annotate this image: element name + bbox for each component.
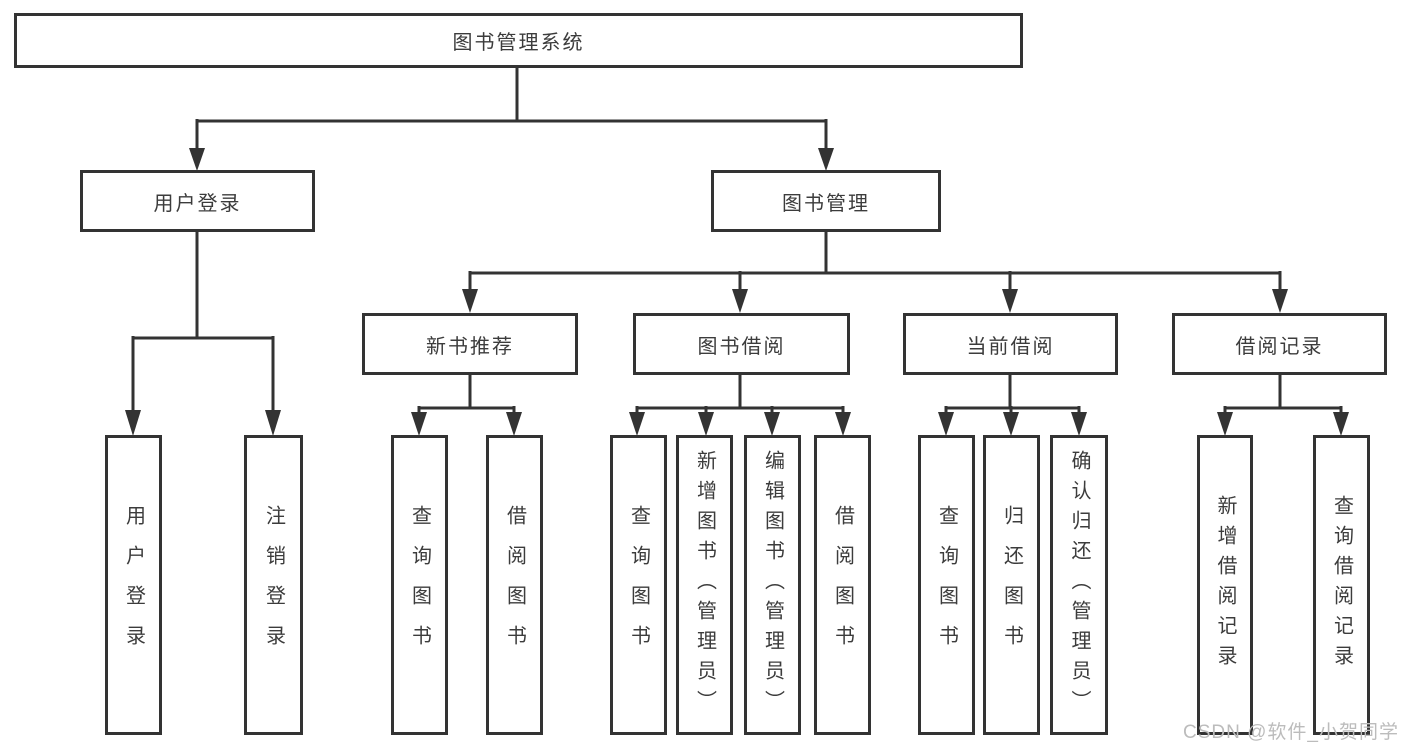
- node-new-book-recommend-label: 新书推荐: [426, 335, 514, 358]
- leaf-add-book-admin: 新增图书（管理员）: [676, 435, 733, 735]
- leaf-logout: 注销登录: [244, 435, 303, 735]
- leaf-return-book-label: 归还图书: [1000, 505, 1023, 665]
- leaf-borrow-book-2-label: 借阅图书: [831, 505, 854, 665]
- leaf-confirm-return-admin: 确认归还（管理员）: [1050, 435, 1108, 735]
- leaf-edit-book-admin: 编辑图书（管理员）: [744, 435, 801, 735]
- leaf-query-borrow-record: 查询借阅记录: [1313, 435, 1370, 735]
- leaf-query-book-1: 查询图书: [391, 435, 448, 735]
- leaf-query-book-2-label: 查询图书: [627, 505, 650, 665]
- leaf-return-book: 归还图书: [983, 435, 1040, 735]
- node-new-book-recommend: 新书推荐: [362, 313, 578, 375]
- leaf-query-book-3: 查询图书: [918, 435, 975, 735]
- node-user-login: 用户登录: [80, 170, 315, 232]
- leaf-query-book-2: 查询图书: [610, 435, 667, 735]
- leaf-query-borrow-record-label: 查询借阅记录: [1330, 495, 1353, 675]
- node-current-borrow: 当前借阅: [903, 313, 1118, 375]
- node-root-label: 图书管理系统: [452, 32, 585, 54]
- leaf-add-book-admin-label: 新增图书（管理员）: [693, 450, 716, 720]
- leaf-logout-label: 注销登录: [262, 505, 285, 665]
- leaf-add-borrow-record: 新增借阅记录: [1197, 435, 1253, 735]
- csdn-watermark: CSDN @软件_小贺同学: [1183, 722, 1399, 743]
- leaf-confirm-return-admin-label: 确认归还（管理员）: [1068, 450, 1090, 720]
- leaf-edit-book-admin-label: 编辑图书（管理员）: [761, 450, 784, 720]
- node-book-borrow-label: 图书借阅: [697, 335, 786, 358]
- leaf-query-book-1-label: 查询图书: [408, 505, 431, 665]
- leaf-user-login-label: 用户登录: [122, 505, 145, 665]
- leaf-query-book-3-label: 查询图书: [935, 505, 958, 665]
- leaf-borrow-book-2: 借阅图书: [814, 435, 871, 735]
- node-book-borrow: 图书借阅: [633, 313, 850, 375]
- node-borrow-record: 借阅记录: [1172, 313, 1387, 375]
- node-borrow-record-label: 借阅记录: [1235, 335, 1324, 358]
- node-book-management: 图书管理: [711, 170, 941, 232]
- leaf-add-borrow-record-label: 新增借阅记录: [1214, 495, 1236, 675]
- node-root: 图书管理系统: [14, 13, 1023, 68]
- node-book-management-label: 图书管理: [782, 192, 870, 215]
- leaf-user-login: 用户登录: [105, 435, 162, 735]
- node-user-login-label: 用户登录: [153, 192, 242, 215]
- node-current-borrow-label: 当前借阅: [966, 335, 1055, 358]
- leaf-borrow-book-1-label: 借阅图书: [503, 505, 526, 665]
- leaf-borrow-book-1: 借阅图书: [486, 435, 543, 735]
